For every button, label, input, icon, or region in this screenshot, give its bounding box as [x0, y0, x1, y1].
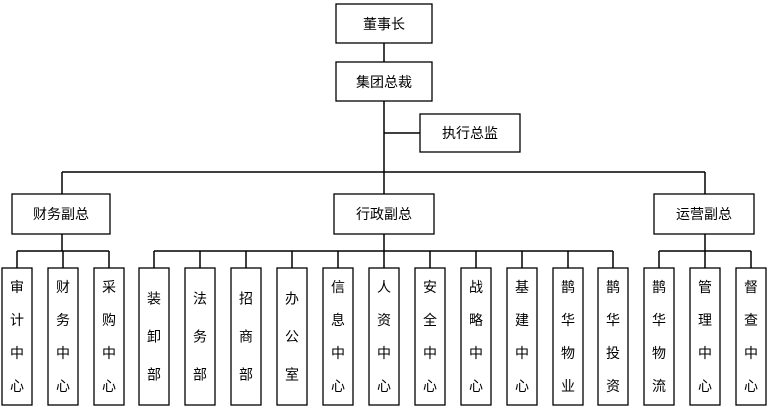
- department-node: 招商部: [230, 267, 262, 406]
- connector-lines: [16, 43, 752, 268]
- department-node: 人资中心: [368, 267, 400, 406]
- department-label: 信息中心: [331, 280, 345, 395]
- vp-admin-label: 行政副总: [356, 207, 412, 223]
- department-box: [552, 267, 584, 406]
- department-node: 办公室: [276, 267, 308, 406]
- department-node: 基建中心: [506, 267, 538, 406]
- department-label: 办公室: [285, 292, 299, 384]
- department-node: 采购中心: [93, 267, 125, 406]
- department-label: 人资中心: [377, 280, 391, 395]
- vp-admin-box: [333, 193, 435, 235]
- department-node: 鹊华投资: [597, 267, 629, 406]
- department-label: 法务部: [193, 292, 207, 384]
- executive-director-label: 执行总监: [442, 126, 498, 142]
- department-box: [47, 267, 79, 406]
- vp-finance-label: 财务副总: [33, 207, 89, 223]
- president-label: 集团总裁: [356, 74, 412, 91]
- department-box: [322, 267, 354, 406]
- department-label: 审计中心: [10, 280, 24, 395]
- department-label: 采购中心: [102, 280, 116, 395]
- department-node: 审计中心: [1, 267, 33, 406]
- chairman-box: [335, 3, 433, 44]
- vp-admin-node: 行政副总: [333, 193, 435, 235]
- department-box: [93, 267, 125, 406]
- vp-finance-box: [11, 193, 111, 235]
- department-node: 督查中心: [735, 267, 767, 406]
- vp-finance-node: 财务副总: [11, 193, 111, 235]
- department-node: 信息中心: [322, 267, 354, 406]
- department-box: [597, 267, 629, 406]
- department-label: 战略中心: [469, 280, 483, 395]
- vp-operations-node: 运营副总: [653, 193, 755, 235]
- department-node: 法务部: [184, 267, 216, 406]
- department-box: [460, 267, 492, 406]
- department-box: [230, 267, 262, 406]
- department-box: [414, 267, 446, 406]
- chairman-label: 董事长: [363, 17, 405, 33]
- department-label: 管理中心: [698, 280, 712, 395]
- department-box: [506, 267, 538, 406]
- president-node: 集团总裁: [335, 61, 433, 102]
- department-box: [138, 267, 170, 406]
- department-box: [1, 267, 33, 406]
- department-node: 战略中心: [460, 267, 492, 406]
- department-box: [368, 267, 400, 406]
- department-label: 鹊华物流: [652, 279, 666, 395]
- president-box: [335, 61, 433, 102]
- executive-director-node: 执行总监: [419, 113, 521, 153]
- chairman-node: 董事长: [335, 3, 433, 44]
- vp-operations-label: 运营副总: [676, 207, 732, 223]
- department-node: 安全中心: [414, 267, 446, 406]
- department-label: 鹊华物业: [561, 279, 575, 395]
- department-box: [735, 267, 767, 406]
- departments: 审计中心 财务中心 采购中心 装卸部 法务部 招商部 办公室 信息中心 人资中心 安全中心 战略中心…: [1, 267, 767, 406]
- department-box: [184, 267, 216, 406]
- department-box: [689, 267, 721, 406]
- department-label: 安全中心: [423, 280, 437, 395]
- department-node: 装卸部: [138, 267, 170, 406]
- vp-operations-box: [653, 193, 755, 235]
- executive-director-box: [419, 113, 521, 153]
- department-label: 招商部: [239, 292, 253, 384]
- department-box: [276, 267, 308, 406]
- department-label: 财务中心: [56, 280, 70, 395]
- department-node: 财务中心: [47, 267, 79, 406]
- department-node: 鹊华物流: [643, 267, 675, 406]
- department-node: 鹊华物业: [552, 267, 584, 406]
- department-label: 基建中心: [515, 279, 529, 395]
- department-box: [643, 267, 675, 406]
- department-label: 督查中心: [744, 280, 758, 395]
- department-label: 装卸部: [147, 292, 161, 384]
- department-label: 鹊华投资: [606, 279, 620, 395]
- department-node: 管理中心: [689, 267, 721, 406]
